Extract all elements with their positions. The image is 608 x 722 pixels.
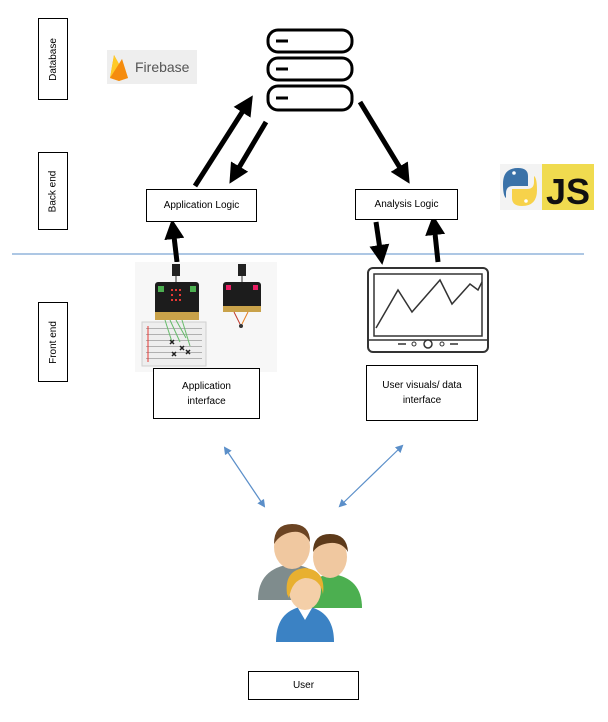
application-interface-box: Application interface	[153, 368, 260, 419]
application-interface-label-line1: Application	[182, 380, 231, 392]
arrow-user-visuals	[338, 444, 404, 508]
user-visuals-label-line2: interface	[402, 395, 442, 406]
application-interface-label-line2: interface	[187, 395, 226, 407]
monitor-chart-icon	[367, 267, 489, 353]
arrow-app-logic-to-db	[192, 95, 253, 188]
user-visuals-box: User visuals/ data interface	[366, 365, 478, 421]
python-logo-icon	[503, 168, 537, 206]
firebase-flame-icon	[110, 55, 128, 81]
python-js-logo: JS	[500, 164, 594, 212]
arrow-analysis-to-visuals	[369, 221, 390, 265]
firebase-logo-text: Firebase	[135, 59, 190, 75]
arrow-db-to-analysis	[357, 100, 410, 184]
arrow-interface-to-app-logic	[164, 219, 185, 263]
users-group-icon	[258, 524, 362, 642]
database-icon	[266, 28, 354, 112]
application-logic-label: Application Logic	[163, 200, 240, 211]
user-visuals-label-line1: User visuals/ data	[382, 380, 462, 391]
database-layer-label: Database	[38, 18, 68, 100]
analysis-logic-box: Analysis Logic	[355, 189, 458, 220]
arrow-visuals-to-analysis	[425, 215, 446, 263]
firebase-logo: Firebase	[107, 50, 197, 84]
user-box: User	[248, 671, 359, 700]
arrow-db-to-app-logic	[229, 120, 269, 184]
user-label: User	[292, 680, 315, 691]
application-logic-box: Application Logic	[146, 189, 257, 222]
backend-layer-label: Back end	[38, 152, 68, 230]
microbit-breadboard-image	[135, 262, 277, 372]
frontend-layer-label: Front end	[38, 302, 68, 382]
arrow-user-app-interface	[223, 446, 266, 508]
analysis-logic-label: Analysis Logic	[374, 199, 439, 210]
js-logo-text: JS	[546, 171, 590, 212]
